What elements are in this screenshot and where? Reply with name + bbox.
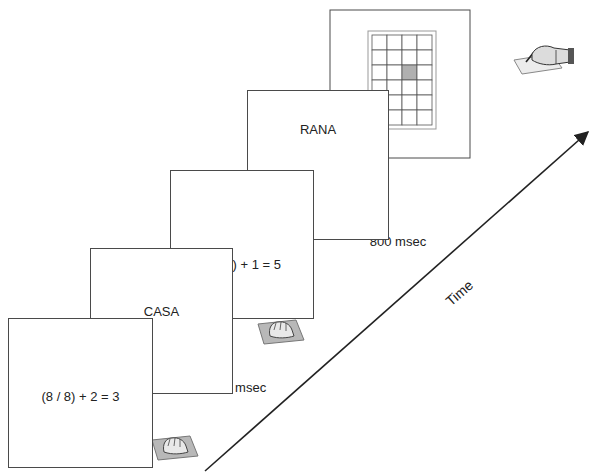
grid-cell [402,80,417,95]
stimulus-text: (8 / 8) + 2 = 3 [9,389,152,404]
grid-cell [417,35,432,50]
grid-cell [402,50,417,65]
stimulus-screen: (8 / 8) + 2 = 3 [8,318,153,468]
mouse-hand-icon [258,320,304,344]
grid-cell [402,35,417,50]
stimulus-text: RANA [248,122,388,137]
grid-cell [402,95,417,110]
grid-cell [387,65,402,80]
grid-cell [387,95,402,110]
grid-cell [417,95,432,110]
stimulus-text: CASA [91,304,232,319]
grid-cell [372,65,387,80]
writing-hand-icon [514,46,574,74]
grid-cell [417,80,432,95]
grid-cell [402,65,417,80]
grid-cell [417,50,432,65]
grid-cell [372,35,387,50]
grid-cell [372,50,387,65]
grid-cell [417,110,432,125]
axis-label: Time [442,276,476,308]
grid-cell [387,35,402,50]
grid-cell [387,80,402,95]
grid-cell [387,110,402,125]
grid-cell [387,50,402,65]
grid-cell [417,65,432,80]
mouse-hand-icon [152,436,198,460]
grid-cell [402,110,417,125]
